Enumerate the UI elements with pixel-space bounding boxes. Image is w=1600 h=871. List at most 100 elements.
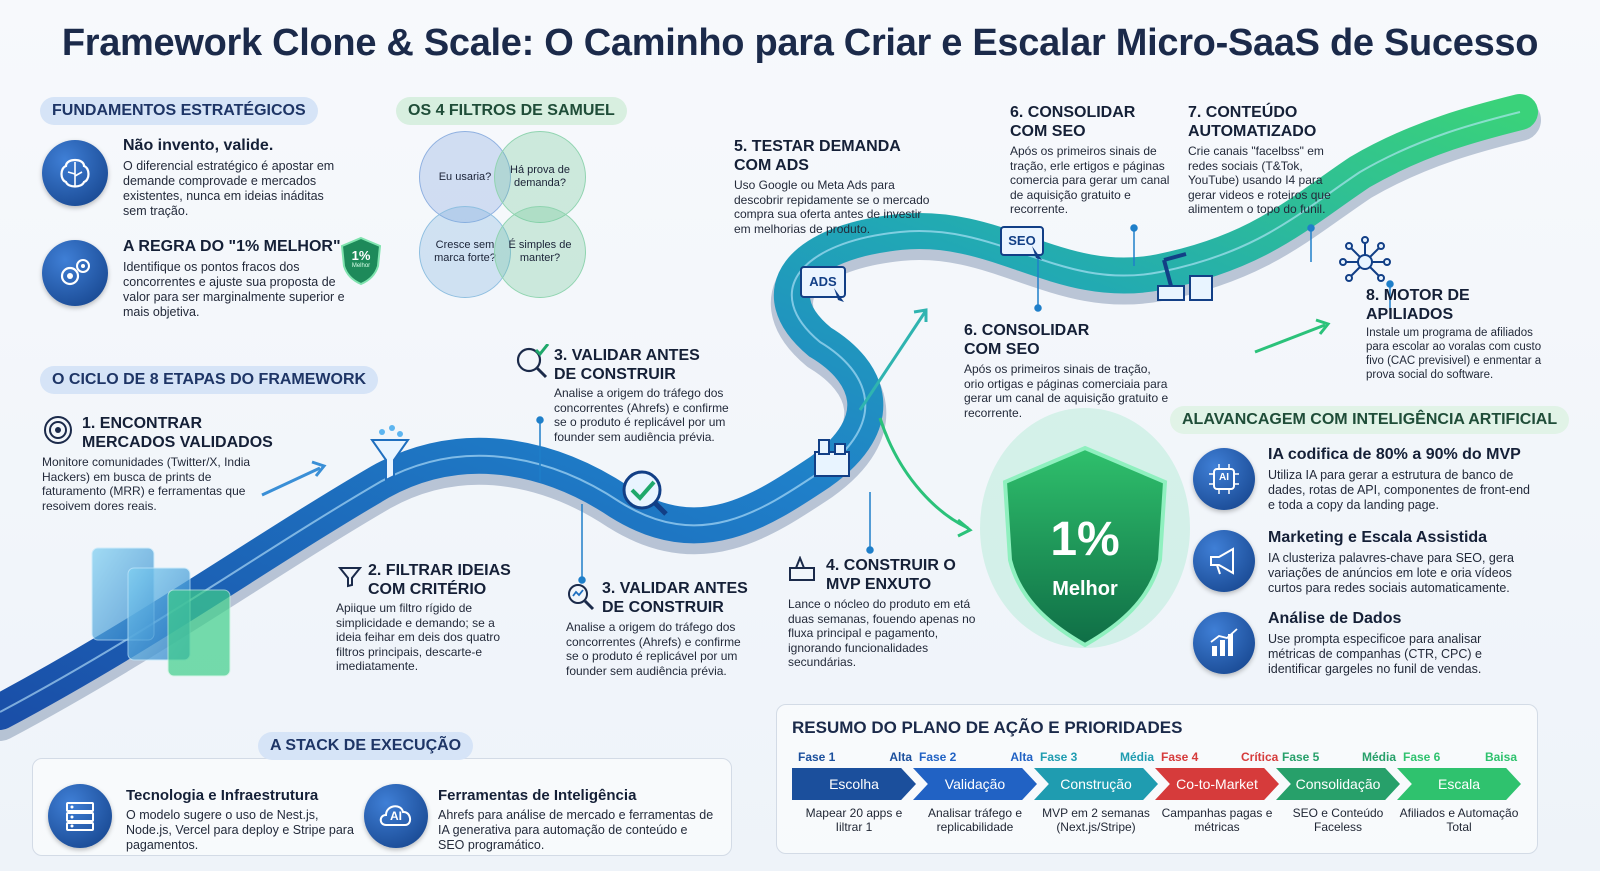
badge-1-percent-icon: 1% Melhor: [340, 236, 382, 286]
step-7-text: Crie canais "facelbss" em redes sociais …: [1188, 144, 1331, 216]
phase-5-desc: SEO e Conteúdo Faceless: [1292, 806, 1384, 834]
phase-4-label: Fase 4: [1161, 750, 1199, 764]
step-2-title: 2. FILTRAR IDEIAS COM CRITÉRIO: [368, 562, 511, 598]
phase-2-label: Fase 2: [919, 750, 957, 764]
ads-sign-text: ADS: [809, 274, 837, 289]
step-4-text: Lance o nócleo do produto em etá duas se…: [788, 597, 976, 669]
ads-sign-icon: ADS: [800, 266, 848, 304]
step-7-title: 7. CONTEÚDO AUTOMATIZADO: [1188, 104, 1317, 140]
step-2-text: Apiique um filtro rígido de simplicidade…: [336, 601, 501, 673]
filtro-simples-manter: É simples de manter?: [494, 206, 586, 298]
step-6b-text: Após os primeiros sinais de tração, orio…: [964, 362, 1169, 420]
stack-1-title: Tecnologia e Infraestrutura: [126, 787, 319, 804]
phase-6-desc: Afiliados e Automação Total: [1399, 806, 1519, 834]
phase-3-desc: MVP em 2 semanas (Next.js/Stripe): [1042, 806, 1150, 834]
magnifier-check-icon: [622, 470, 668, 516]
phase-4-desc: Campanhas pagas e métricas: [1161, 806, 1273, 834]
step-4-title: 4. CONSTRUIR O MVP ENXUTO: [826, 557, 956, 593]
stack-2-text: Ahrefs para análise de mercado e ferrame…: [438, 808, 714, 852]
connector-pins: [536, 224, 1394, 584]
badge-1-percent-text: 1%: [351, 248, 371, 263]
phase-5-priority: Média: [1362, 750, 1397, 764]
ia-3-text: Use prompta especificoe para analisar mé…: [1268, 632, 1482, 676]
ia-1-title: IA codifica de 80% a 90% do MVP: [1268, 446, 1521, 463]
fundamento-2-text: Identifique os pontos fracos dos concorr…: [123, 260, 345, 319]
resumo-title: RESUMO DO PLANO DE AÇÃO E PRIORIDADES: [792, 718, 1183, 737]
ia-2-text: IA clusteriza palavres-chave para SEO, g…: [1268, 551, 1514, 595]
phase-4-priority: Crítica: [1241, 750, 1279, 764]
phase-2-desc: Analisar tráfego e replicabilidade: [927, 806, 1023, 834]
phase-1-chevron: Escolha: [792, 768, 916, 800]
shield-small-text: Melhor: [1052, 578, 1118, 600]
road-center-line: [0, 111, 1521, 713]
flow-arrows: [261, 308, 1331, 538]
badge-melhor-text: Melhor: [351, 263, 371, 269]
rocket-icon: [788, 555, 818, 584]
phase-5-label: Fase 5: [1282, 750, 1320, 764]
fundamento-1-title: Não invento, valide.: [123, 137, 274, 154]
search-check-icon: [514, 343, 550, 380]
fundamentos-label: FUNDAMENTOS ESTRATÉGICOS: [40, 97, 318, 125]
step-3a-title: 3. VALIDAR ANTES DE CONSTRUIR: [554, 347, 700, 383]
network-icon: [1339, 236, 1391, 282]
search-chart-icon: [566, 582, 596, 612]
phase-6-chevron: Escala: [1397, 768, 1521, 800]
shield-graphic: [980, 408, 1190, 648]
ia-3-title: Análise de Dados: [1268, 610, 1402, 627]
filter-icon: [337, 564, 363, 588]
step-1-text: Monitore comunidades (Twitter/X, India H…: [42, 455, 251, 513]
phase-6-label: Fase 6: [1403, 750, 1441, 764]
phase-1-desc: Mapear 20 apps e Iiltrar 1: [805, 806, 903, 834]
chart-icon: [1193, 612, 1255, 674]
phase-6-priority: Baisa: [1484, 750, 1517, 764]
step-6b-title: 6. CONSOLIDAR COM SEO: [964, 322, 1090, 358]
phase-5-chevron: Consolidação: [1276, 768, 1400, 800]
ai-cloud-text: AI: [390, 809, 402, 823]
step-6a-text: Após os primeiros sinais de tração, erle…: [1010, 144, 1170, 216]
filtros-label: OS 4 FILTROS DE SAMUEL: [396, 97, 627, 125]
step-3a-text: Analise a origem do tráfego dos concorre…: [554, 386, 729, 444]
step-1-title: 1. ENCONTRAR MERCADOS VALIDADOS: [82, 415, 273, 451]
phase-2-chevron: Validação: [913, 768, 1037, 800]
fundamento-1-text: O diferencial estratégico é apostar em d…: [123, 159, 335, 218]
seo-sign-text: SEO: [1008, 233, 1036, 248]
ia-2-title: Marketing e Escala Assistida: [1268, 529, 1488, 546]
ai-chip-text: AI: [1219, 472, 1229, 483]
step-8-text: Instale um programa de afiliados para es…: [1366, 327, 1542, 381]
phase-1-label: Fase 1: [798, 750, 836, 764]
build-icon: [814, 439, 850, 477]
stack-label: A STACK DE EXECUÇÃO: [258, 732, 474, 760]
brain-icon: [42, 140, 108, 206]
target-icon: [42, 414, 74, 446]
server-icon: [48, 784, 112, 848]
gears-icon: [42, 240, 108, 306]
ai-chip-icon: AI: [1193, 448, 1255, 510]
ai-cloud-icon: AI: [364, 784, 428, 848]
phase-1-priority: Alta: [889, 750, 912, 764]
phase-4-chevron: Co-to-Market: [1155, 768, 1279, 800]
step-8-title: 8. MOTOR DE APILIADOS: [1366, 287, 1470, 323]
page-title: Framework Clone & Scale: O Caminho para …: [61, 22, 1539, 64]
glass-blocks: [91, 547, 231, 677]
step-3b-text: Analise a origem do tráfego dos concorre…: [566, 620, 741, 678]
stack-1-text: O modelo sugere o uso de Nest.js, Node.j…: [126, 808, 354, 852]
step-3b-title: 3. VALIDAR ANTES DE CONSTRUIR: [602, 580, 748, 616]
fundamento-2-title: A REGRA DO "1% MELHOR": [123, 238, 341, 255]
robot-arm-icon: [1157, 252, 1213, 301]
phase-2-priority: Alta: [1010, 750, 1033, 764]
stack-2-title: Ferramentas de Inteligência: [438, 787, 637, 804]
ciclo-label: O CICLO DE 8 ETAPAS DO FRAMEWORK: [40, 366, 379, 394]
shield-big-text: 1%: [1050, 513, 1120, 566]
ia-label: ALAVANCAGEM COM INTELIGÊNCIA ARTIFICIAL: [1170, 406, 1570, 434]
step-5-title: 5. TESTAR DEMANDA COM ADS: [734, 138, 901, 174]
funnel-icon: [370, 425, 410, 482]
phase-3-label: Fase 3: [1040, 750, 1078, 764]
step-6a-title: 6. CONSOLIDAR COM SEO: [1010, 104, 1136, 140]
seo-sign-icon: SEO: [1000, 226, 1048, 264]
ia-1-text: Utiliza IA para gerar a estrutura de ban…: [1268, 468, 1530, 512]
phase-3-priority: Média: [1120, 750, 1155, 764]
phase-3-chevron: Construção: [1034, 768, 1158, 800]
megaphone-icon: [1193, 530, 1255, 592]
step-5-text: Uso Google ou Meta Ads para descobrir re…: [734, 178, 930, 236]
